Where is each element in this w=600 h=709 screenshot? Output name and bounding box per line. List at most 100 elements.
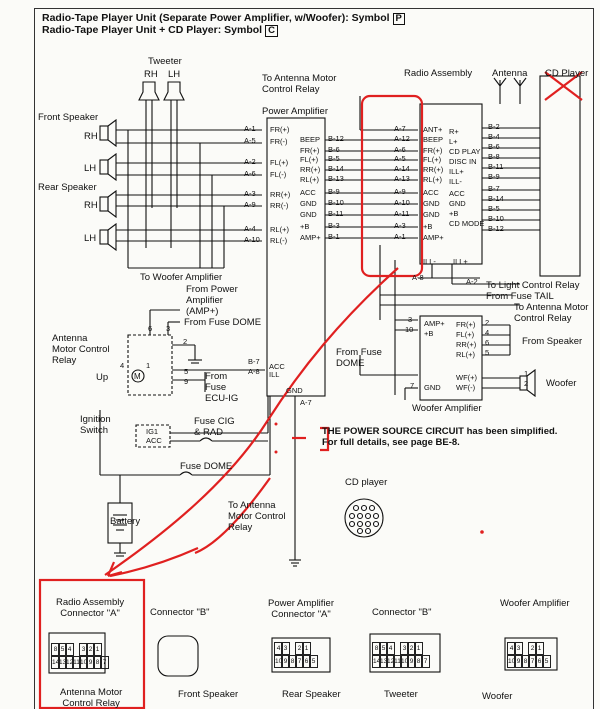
connector-pin: 8 xyxy=(414,655,423,668)
connector-pin: 8 xyxy=(93,656,102,669)
connector-pin: 7 xyxy=(100,656,109,669)
to-antenna-relay-right: To Antenna Motor Control Relay xyxy=(514,302,589,324)
connector-pin: 8 xyxy=(51,643,60,656)
connector-pin: 3 xyxy=(79,643,88,656)
amp-left-pin-id: A-6 xyxy=(244,169,256,178)
symbol-p: P xyxy=(392,13,405,25)
radio-right-pin-name: +B xyxy=(449,209,459,218)
radio-left-pin-id: A-6 xyxy=(394,145,406,154)
amp-left-pin-id: A-5 xyxy=(244,136,256,145)
antenna-label: Antenna xyxy=(492,68,528,79)
radio-right-pin-id: B-11 xyxy=(488,162,504,171)
connector-pin: 7 xyxy=(295,655,304,668)
from-fuse-tail-label: From Fuse TAIL xyxy=(486,291,554,302)
connector-pin: 3 xyxy=(514,642,523,655)
relay-pin: 1 xyxy=(146,361,151,370)
radio-right-pin-id: B-8 xyxy=(488,152,500,161)
woofer-out-pin: 1 xyxy=(524,369,529,378)
radio-left-pin-id: A-1 xyxy=(394,232,406,241)
woofer-pin-name: +B xyxy=(424,329,434,338)
radio-left-pin-name: FL(+) xyxy=(423,155,442,164)
radio-pin-a2: A-2 xyxy=(466,277,478,286)
woofer-out-name: WF(-) xyxy=(456,383,476,392)
connector-pin: 9 xyxy=(514,655,523,668)
amp-pin-a7: A-7 xyxy=(300,398,312,407)
amp-left-pin-id: A-10 xyxy=(244,235,260,244)
connector-pin: 7 xyxy=(421,655,430,668)
connector-pin: 6 xyxy=(535,655,544,668)
woofer-right-pin-id: 4 xyxy=(485,328,490,337)
fuse-dome-label: Fuse DOME xyxy=(180,461,233,472)
bottom-connector-label: Tweeter xyxy=(384,689,418,700)
connector-pin: 5 xyxy=(542,655,551,668)
front-lh-label: LH xyxy=(84,163,97,174)
connector-pin: 10 xyxy=(507,655,516,668)
woofer-right-pin-name: FL(+) xyxy=(456,330,475,339)
amp-left-pin-id: A-4 xyxy=(244,224,256,233)
relay-pin: 3 xyxy=(166,324,171,333)
connector-title: Connector "B" xyxy=(372,607,432,618)
connector-pin: 2 xyxy=(528,642,537,655)
cd-player-connector-label: CD player xyxy=(345,477,388,488)
connector-pin: 5 xyxy=(309,655,318,668)
woofer-right-pin-id: 2 xyxy=(485,318,490,327)
connector-pin: 4 xyxy=(386,642,395,655)
up-label: Up xyxy=(96,372,109,383)
amp-right-pin-id: B-9 xyxy=(328,187,340,196)
connector-pin: 9 xyxy=(281,655,290,668)
connector-title: Radio Assembly Connector "A" xyxy=(56,597,125,619)
connector-pin xyxy=(288,642,295,653)
header-line-1: Radio-Tape Player Unit (Separate Power A… xyxy=(42,12,405,25)
connector-pin: 5 xyxy=(379,642,388,655)
connector-pin: 4 xyxy=(65,643,74,656)
rear-speaker-label: Rear Speaker xyxy=(38,182,97,193)
connector-pin: 4 xyxy=(274,642,283,655)
radio-right-pin-name: CD MODE xyxy=(449,219,485,228)
amp-left-pin-id: A-2 xyxy=(244,157,256,166)
connector-pin: 1 xyxy=(93,643,102,656)
radio-right-pin-id: B-9 xyxy=(488,172,500,181)
radio-left-pin-name: RL(+) xyxy=(423,175,442,184)
connector-pin: 13 xyxy=(379,655,388,668)
ill-minus-pin: ILL- xyxy=(423,257,436,266)
amp-left-pin-name: FR(-) xyxy=(270,137,288,146)
from-fuse-dome-label-2: From Fuse DOME xyxy=(336,347,382,369)
connector-title: Connector "B" xyxy=(150,607,210,618)
woofer-out-name: WF(+) xyxy=(456,373,478,382)
radio-right-pin-id: B-6 xyxy=(488,142,500,151)
amp-left-pin-id: A-9 xyxy=(244,200,256,209)
amp-right-pin-name: AMP+ xyxy=(300,233,321,242)
radio-left-pin-id: A-9 xyxy=(394,187,406,196)
connector-title: Woofer Amplifier xyxy=(500,598,570,609)
connector-pin: 10 xyxy=(274,655,283,668)
radio-left-pin-id: A-12 xyxy=(394,134,410,143)
amp-gnd-label: GND xyxy=(286,386,303,395)
to-antenna-relay-bottom: To Antenna Motor Control Relay xyxy=(228,500,286,533)
connector-pin: 2 xyxy=(407,642,416,655)
radio-left-pin-id: A-14 xyxy=(394,164,410,173)
connector-pin: 1 xyxy=(414,642,423,655)
amp-right-pin-name: FL(+) xyxy=(300,155,319,164)
radio-right-pin-name: DISC IN xyxy=(449,157,477,166)
radio-right-pin-id: B-7 xyxy=(488,184,500,193)
symbol-c: C xyxy=(265,25,278,37)
radio-left-pin-name: RR(+) xyxy=(423,165,444,174)
connector-pin: 3 xyxy=(281,642,290,655)
radio-left-pin-name: BEEP xyxy=(423,135,444,144)
antenna-motor-relay-label: Antenna Motor Control Relay xyxy=(52,333,110,366)
radio-right-pin-name: L+ xyxy=(449,137,458,146)
woofer-right-pin-name: RL(+) xyxy=(456,350,475,359)
radio-left-pin-id: A-5 xyxy=(394,154,406,163)
radio-right-pin-name: R+ xyxy=(449,127,459,136)
amp-right-pin-id: B-11 xyxy=(328,209,344,218)
amp-left-pin-id: A-3 xyxy=(244,189,256,198)
amp-left-pin-name: FL(+) xyxy=(270,158,289,167)
amp-left-pin-name: FL(-) xyxy=(270,170,287,179)
diagram-frame xyxy=(34,8,594,709)
amp-pin-b7: B-7 xyxy=(248,357,260,366)
from-fuse-ecu-ig-label: From Fuse ECU-IG xyxy=(205,371,239,404)
amp-right-pin-id: B-6 xyxy=(328,145,340,154)
radio-right-pin-name: CD PLAY xyxy=(449,147,481,156)
fuse-cig-rad-label: Fuse CIG & RAD xyxy=(194,416,235,438)
bottom-connector-label: Antenna Motor Control Relay xyxy=(60,687,123,709)
